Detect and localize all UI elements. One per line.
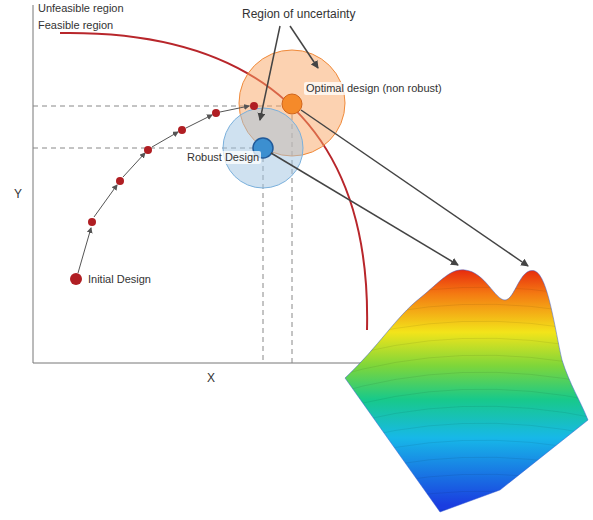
region-label: Unfeasible region [36, 2, 126, 15]
design-label: Robust Design [185, 151, 261, 164]
axis-label: X [205, 372, 217, 385]
design-label: Initial Design [86, 273, 153, 286]
axis-label: Y [12, 188, 24, 201]
callout-label: Region of uncertainty [240, 8, 357, 21]
design-label: Optimal design (non robust) [304, 82, 444, 95]
region-label: Feasible region [36, 19, 115, 32]
